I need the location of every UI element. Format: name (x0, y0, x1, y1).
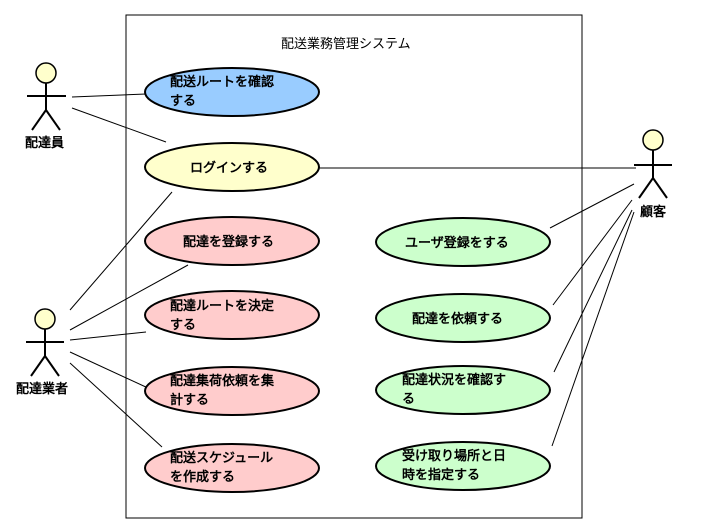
actor-customer[interactable]: 顧客 (634, 129, 672, 220)
assoc-customer-request (552, 199, 633, 306)
use-case-request-delivery[interactable]: 配達を依頼する (375, 293, 551, 343)
actor-label: 配達業者 (16, 381, 68, 397)
svg-text:配達を依頼する: 配達を依頼する (412, 311, 503, 327)
assoc-staff-confirm-route (71, 93, 147, 98)
svg-text:配達状況を確認す: 配達状況を確認す (402, 372, 506, 388)
use-case-confirm-route[interactable]: 配送ルートを確認 する (144, 67, 320, 117)
svg-text:配達を登録する: 配達を登録する (183, 234, 274, 250)
use-case-confirm-status[interactable]: 配達状況を確認す る (375, 365, 551, 415)
assoc-customer-place-time (551, 211, 635, 447)
svg-text:受け取り場所と日: 受け取り場所と日 (402, 448, 506, 464)
svg-text:ログインする: ログインする (190, 160, 268, 176)
use-case-register-user[interactable]: ユーザ登録をする (375, 217, 551, 267)
svg-text:する: する (170, 94, 196, 109)
use-case-specify-place-time[interactable]: 受け取り場所と日 時を指定する (375, 441, 551, 491)
assoc-company-register (69, 264, 189, 331)
actor-delivery-company[interactable]: 配達業者 (16, 308, 68, 397)
stick-figure-icon (27, 62, 66, 131)
use-case-register-delivery[interactable]: 配達を登録する (144, 216, 320, 266)
associations (69, 93, 636, 448)
assoc-customer-register-user (549, 183, 635, 229)
svg-text:する: する (170, 318, 196, 333)
use-case-decide-route[interactable]: 配達ルートを決定 する (144, 290, 320, 340)
assoc-company-login (69, 191, 173, 311)
use-case-login[interactable]: ログインする (144, 142, 320, 192)
assoc-customer-status (553, 209, 633, 373)
system-title: 配送業務管理システム (281, 36, 411, 52)
use-case-create-schedule[interactable]: 配送スケジュール を作成する (144, 443, 320, 493)
svg-text:配送スケジュール: 配送スケジュール (170, 450, 273, 466)
assoc-company-decide-route (69, 331, 147, 341)
svg-text:時を指定する: 時を指定する (402, 467, 480, 483)
stick-figure-icon (26, 308, 64, 377)
stick-figure-icon (634, 129, 672, 199)
svg-text:配達集荷依頼を集: 配達集荷依頼を集 (170, 373, 275, 389)
svg-text:を作成する: を作成する (170, 469, 235, 485)
svg-text:配送ルートを確認: 配送ルートを確認 (170, 74, 274, 90)
svg-text:ユーザ登録をする: ユーザ登録をする (405, 235, 509, 251)
actor-label: 顧客 (640, 204, 667, 220)
actor-delivery-staff[interactable]: 配達員 (25, 62, 66, 151)
svg-text:る: る (402, 392, 415, 407)
svg-text:計する: 計する (170, 392, 209, 408)
assoc-staff-login (71, 107, 167, 143)
actor-label: 配達員 (25, 135, 64, 151)
assoc-company-aggregate (69, 351, 149, 389)
use-case-aggregate-requests[interactable]: 配達集荷依頼を集 計する (144, 366, 320, 416)
assoc-company-schedule (69, 362, 163, 448)
svg-text:配達ルートを決定: 配達ルートを決定 (170, 298, 274, 314)
